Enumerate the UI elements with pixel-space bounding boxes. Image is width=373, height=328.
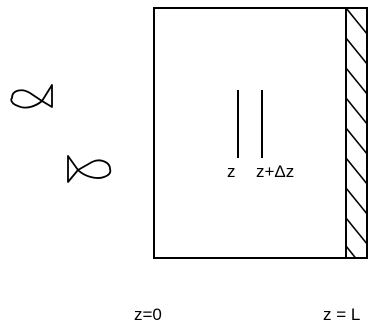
slice-label-z-plus-dz: z+Δz <box>256 162 294 181</box>
impermeable-wall <box>346 8 367 258</box>
fish-icon <box>67 155 112 183</box>
slice-label-z: z <box>227 162 236 181</box>
position-label-end: z = L <box>323 305 360 324</box>
fish-icon <box>10 84 53 109</box>
slab-box <box>153 7 368 259</box>
position-label-start: z=0 <box>134 305 162 324</box>
